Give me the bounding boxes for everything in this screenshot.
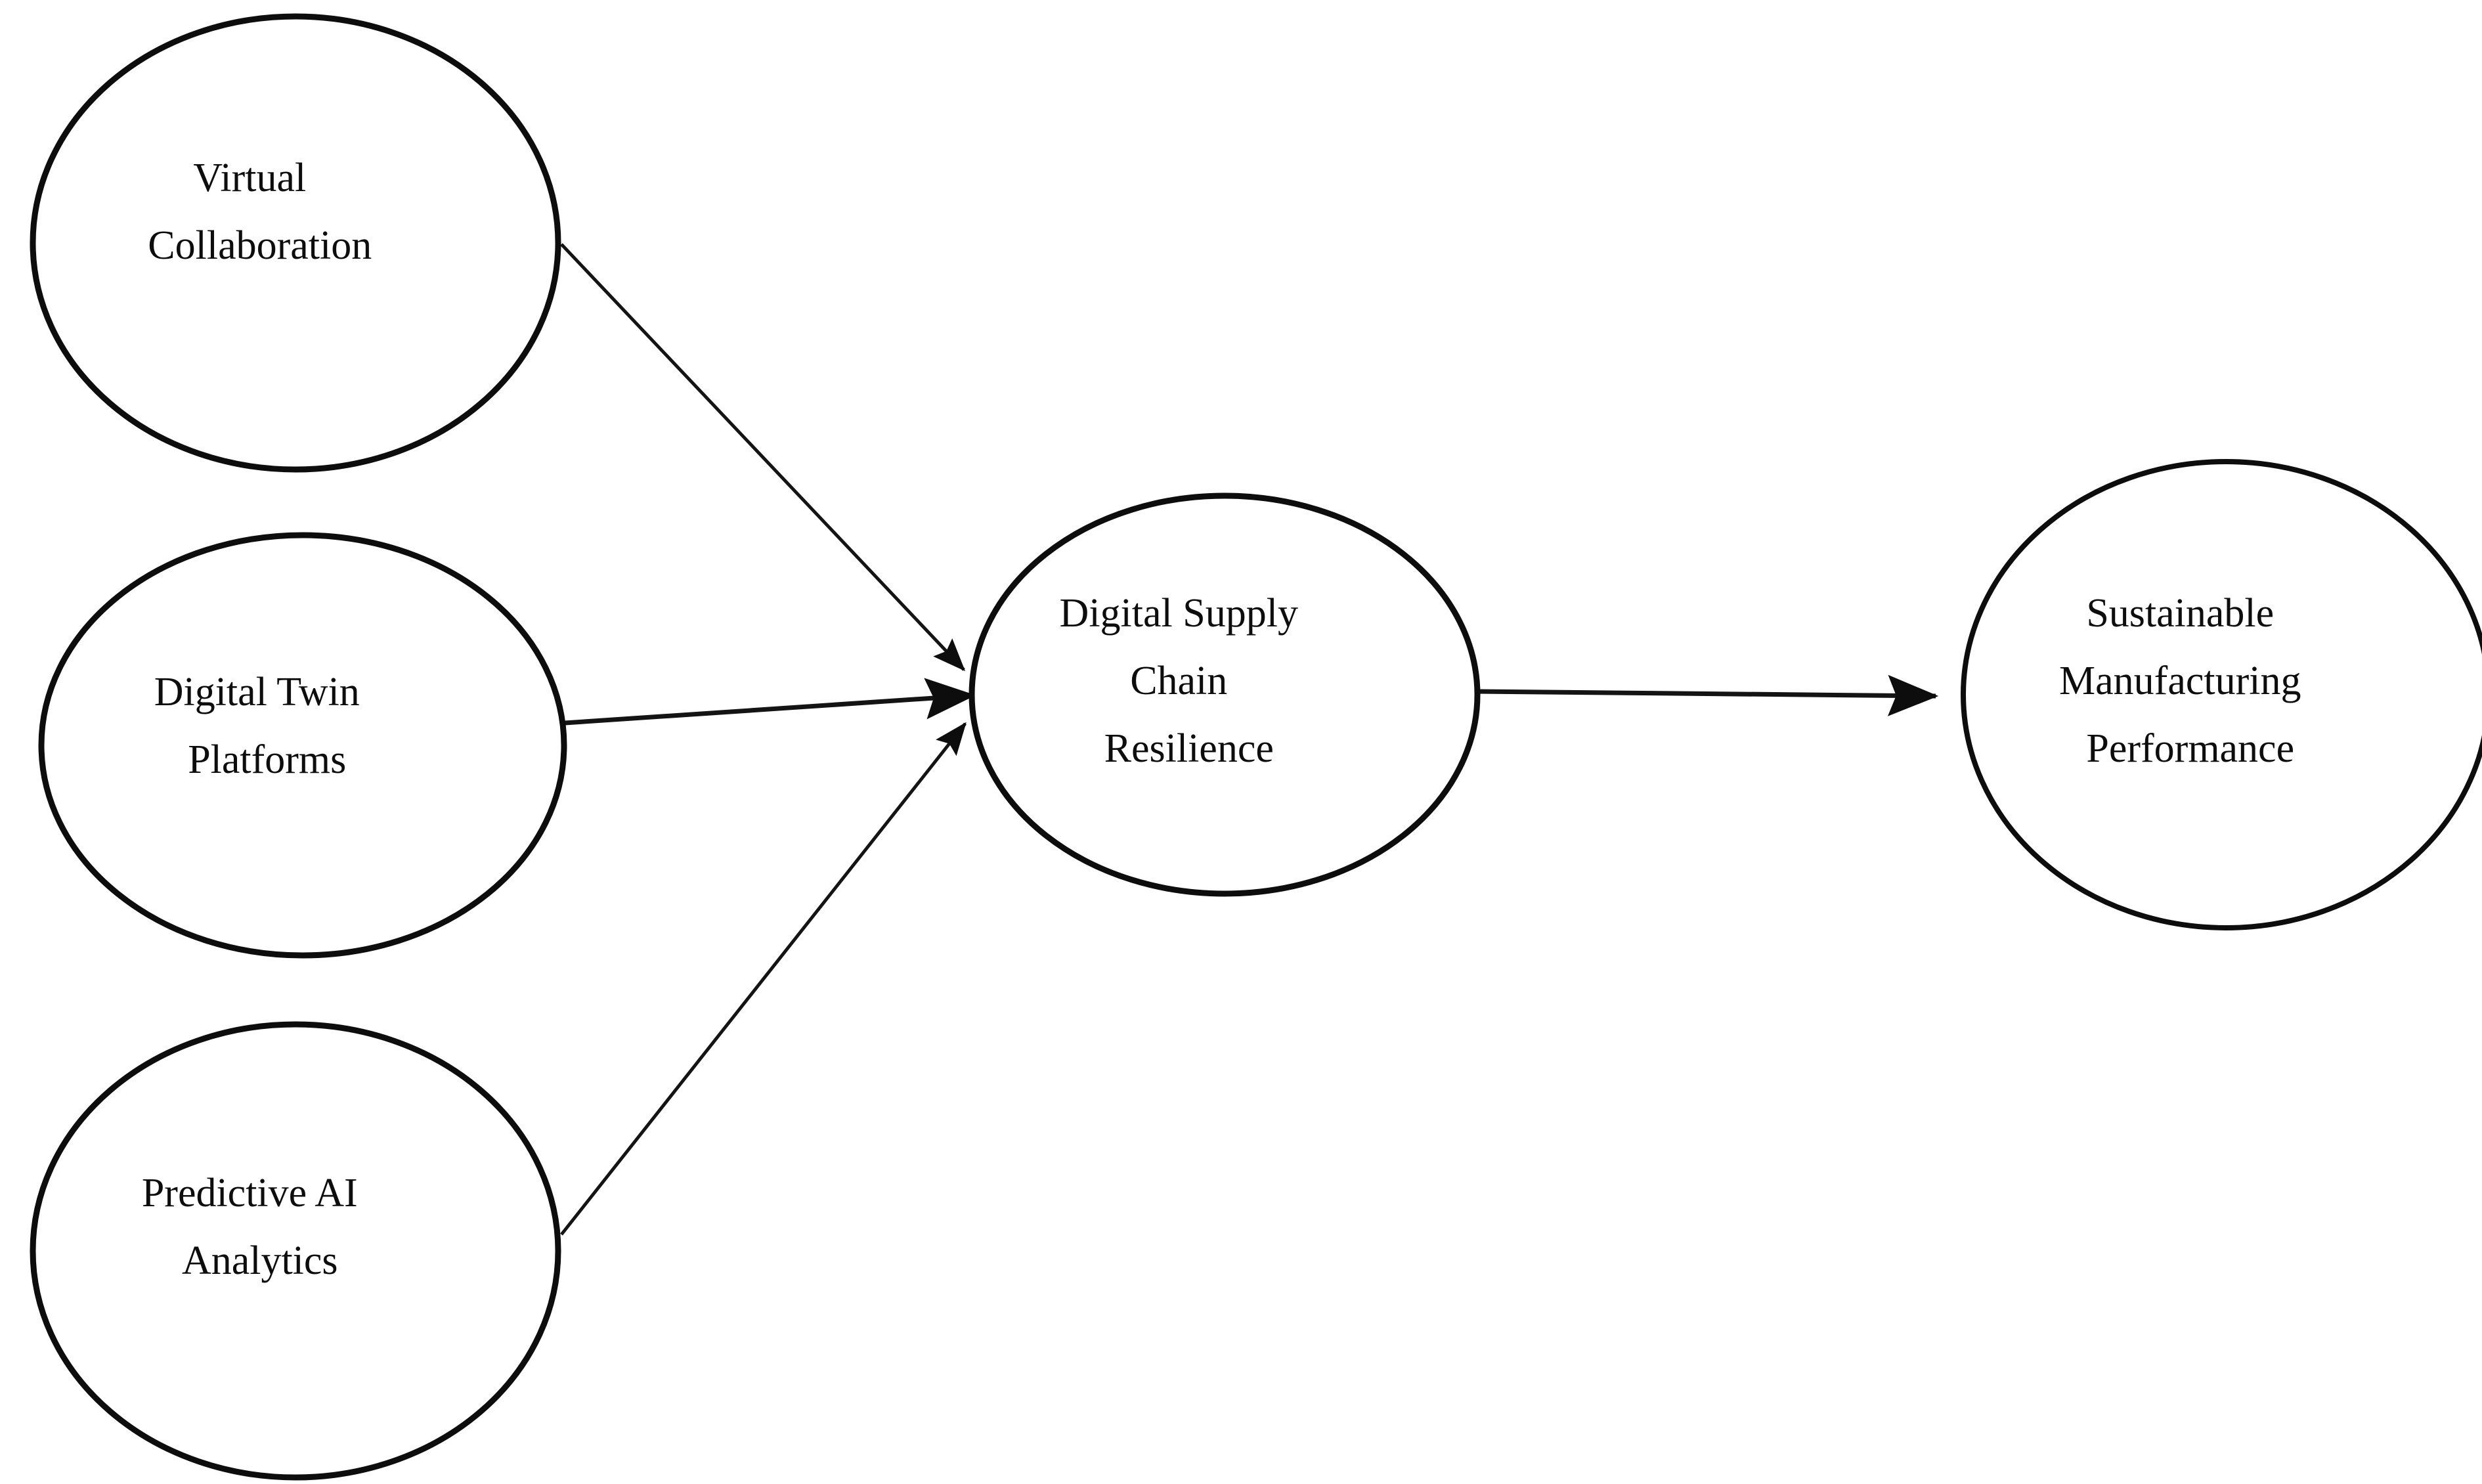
edge-line-dscr-smp (1477, 674, 1939, 716)
label-line-1: Predictive AI (142, 1171, 358, 1215)
edge-line-vc-dscr (560, 243, 966, 672)
edge-line-dtp-dscr (564, 678, 976, 726)
node-digital-supply-chain-resilience-shape (969, 492, 1481, 897)
edge-line-paia-dscr (560, 722, 967, 1236)
node-digital-twin-platforms[interactable]: Digital Twin Platforms (38, 0, 567, 959)
node-virtual-collaboration-label: Virtual Collaboration (148, 0, 443, 268)
label-line-3: Performance (2086, 726, 2294, 771)
node-sustainable-manufacturing-performance-shape (1961, 459, 2482, 930)
label-line-3: Resilience (1104, 726, 1274, 771)
label-line-2: Manufacturing (2059, 659, 2301, 703)
label-line-1: Sustainable (2086, 591, 2274, 636)
label-line-2: Collaboration (148, 223, 372, 268)
node-predictive-ai-analytics-shape (30, 1021, 561, 1481)
node-predictive-ai-analytics-label: Predictive AI Analytics (142, 0, 449, 1283)
node-digital-supply-chain-resilience-label: Digital Supply Chain Resilience (1060, 0, 1390, 771)
edge-virtual-collaboration-to-resilience[interactable] (560, 243, 966, 672)
edge-digital-twin-platforms-to-resilience[interactable] (564, 678, 976, 726)
node-sustainable-manufacturing-performance[interactable]: Sustainable Manufacturing Performance (1961, 0, 2482, 930)
label-line-1: Virtual (193, 156, 306, 200)
label-line-2: Platforms (188, 737, 346, 782)
node-digital-twin-platforms-label: Digital Twin Platforms (154, 0, 452, 782)
label-line-1: Digital Supply (1060, 591, 1298, 636)
node-sustainable-manufacturing-performance-label: Sustainable Manufacturing Performance (2059, 0, 2393, 771)
node-virtual-collaboration[interactable]: Virtual Collaboration (30, 0, 561, 473)
edge-resilience-to-sustainable-performance[interactable] (1477, 674, 1939, 716)
label-line-2: Chain (1130, 659, 1227, 703)
node-digital-twin-platforms-shape (38, 532, 567, 959)
label-line-1: Digital Twin (154, 670, 360, 714)
node-predictive-ai-analytics[interactable]: Predictive AI Analytics (30, 0, 561, 1481)
node-digital-supply-chain-resilience[interactable]: Digital Supply Chain Resilience (969, 0, 1481, 897)
node-virtual-collaboration-shape (30, 13, 561, 473)
label-line-2: Analytics (182, 1238, 338, 1283)
edge-predictive-ai-analytics-to-resilience[interactable] (560, 722, 967, 1236)
